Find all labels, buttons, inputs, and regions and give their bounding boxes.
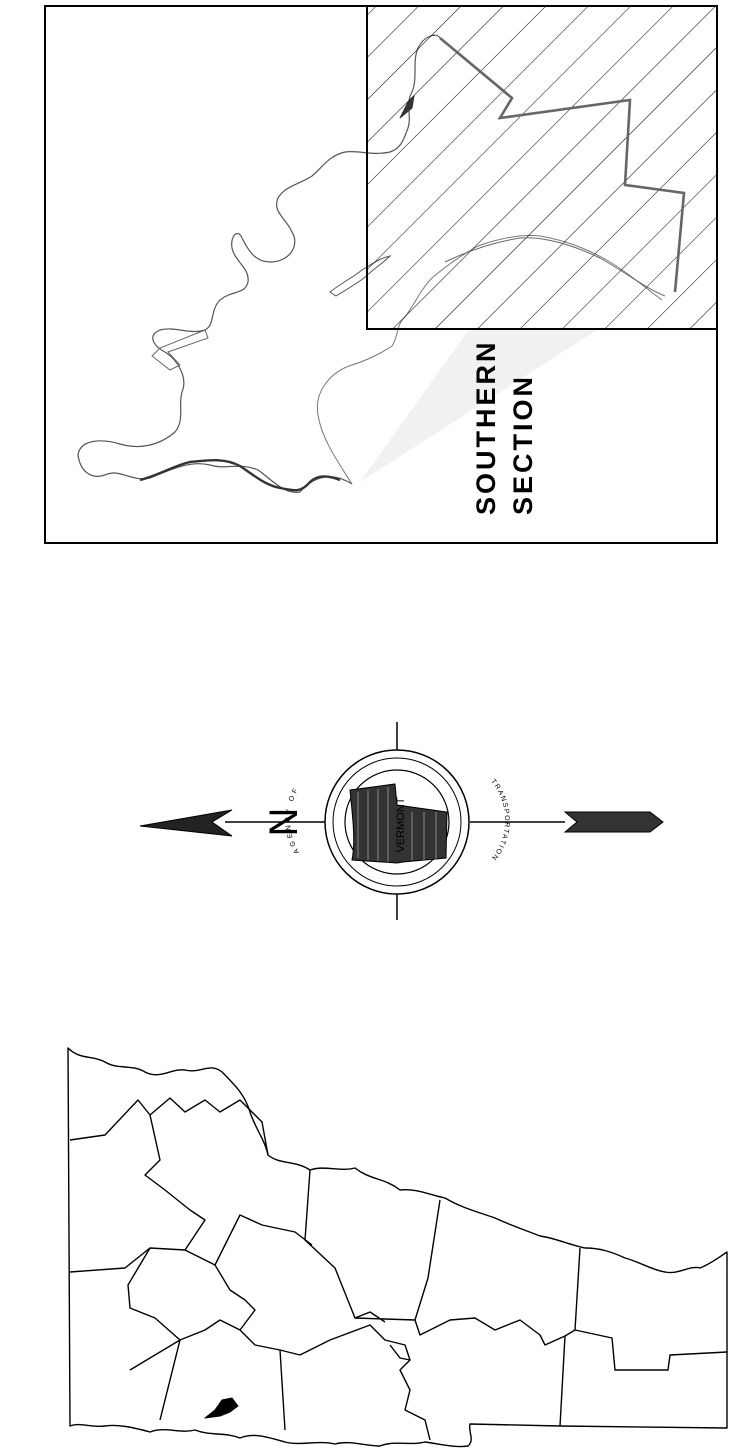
inset-label-section: SECTION: [508, 374, 538, 515]
county-line-n: [574, 1329, 728, 1371]
southern-section-hatch: [366, 5, 718, 330]
county-line-i: [279, 1349, 286, 1431]
inset-map: SOUTHERN SECTION: [44, 5, 718, 544]
seal-ring-text-right: TRANSPORTATION: [489, 778, 510, 862]
county-line-c: [69, 1214, 313, 1273]
seal-core-ring: [344, 769, 450, 875]
seal-center-text: VERMONT: [395, 797, 407, 852]
state-boundary: [67, 1047, 728, 1448]
county-line-d: [304, 1169, 386, 1323]
county-line-k: [354, 1199, 441, 1321]
county-line-m: [574, 1247, 581, 1331]
seal-inner-ring: [332, 757, 462, 887]
county-line-a: [69, 1097, 269, 1156]
county-line-h: [159, 1339, 181, 1421]
county-line-l: [414, 1317, 576, 1346]
callout-wedge: [360, 328, 600, 482]
north-arrow-group: N VERMONT AGENCY OF TRANSPORTATION: [139, 722, 664, 920]
county-line-b: [144, 1114, 206, 1251]
county-map: [67, 1047, 728, 1448]
silhouette-texture: [357, 787, 437, 862]
county-line-p: [389, 1344, 411, 1361]
bold-shoreline: [139, 459, 341, 492]
county-line-o: [559, 1335, 566, 1427]
county-line-j: [299, 1324, 431, 1441]
county-line-f: [214, 1264, 301, 1356]
north-arrow-head-icon: [139, 809, 233, 837]
county-line-e: [127, 1247, 181, 1371]
vermont-silhouette-icon: [349, 783, 448, 864]
harbor-outline: [151, 329, 209, 371]
inset-label-southern: SOUTHERN: [471, 339, 501, 515]
county-line-g: [179, 1319, 241, 1341]
hatched-shore-outline: [444, 237, 666, 297]
arrow-tail-feathers-icon: [563, 811, 664, 833]
section-boundary-route: [439, 37, 686, 293]
north-letter: N: [262, 808, 306, 837]
project-location-marker: [204, 1397, 239, 1419]
